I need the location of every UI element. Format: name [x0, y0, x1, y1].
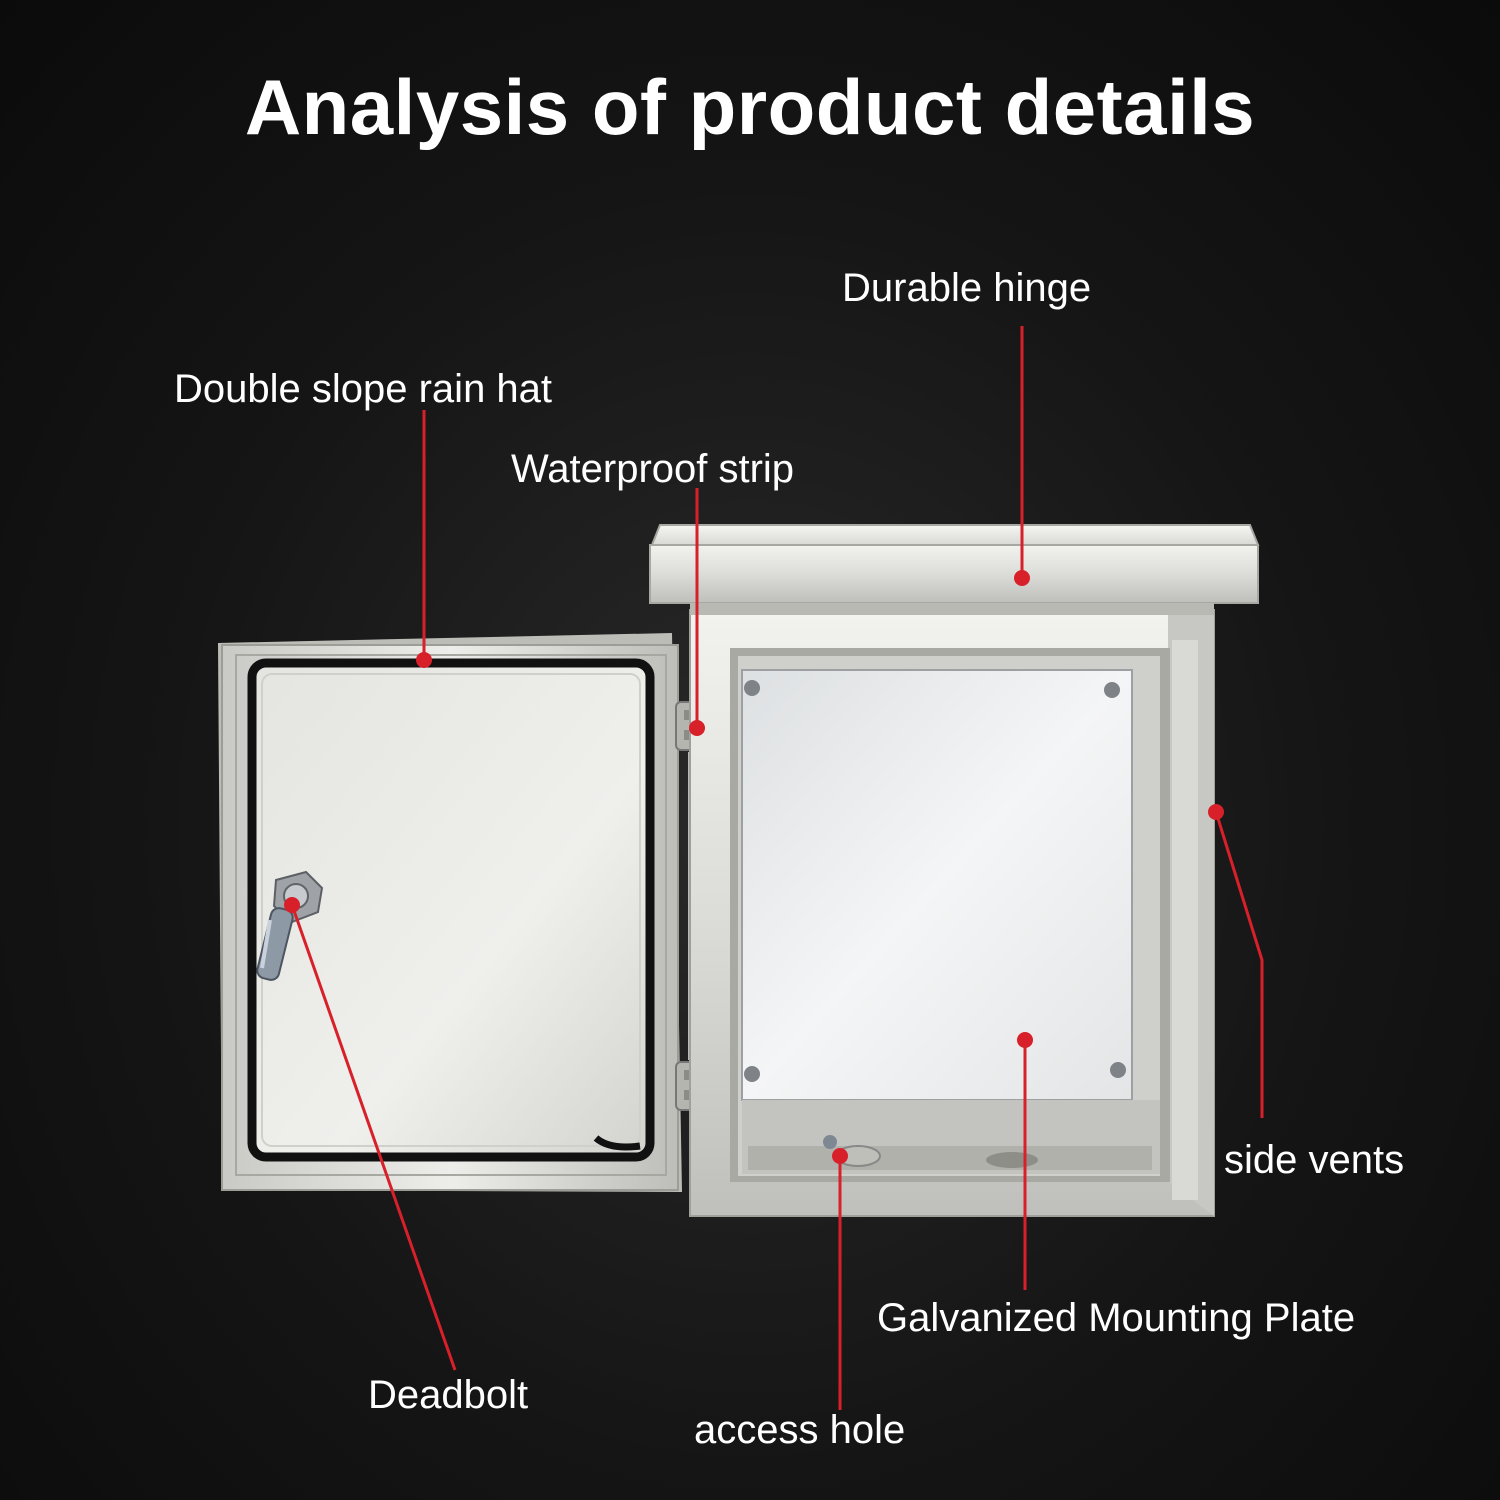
- label-side-vents: side vents: [1224, 1138, 1405, 1182]
- enclosure-body: [689, 609, 1215, 1217]
- callout-dot-hinge: [1014, 570, 1030, 586]
- label-rain-hat: Double slope rain hat: [174, 367, 553, 411]
- callout-dot-mounting-plate: [1017, 1032, 1033, 1048]
- page-title: Analysis of product details: [244, 63, 1256, 151]
- label-access-hole: access hole: [694, 1408, 906, 1452]
- label-waterproof-strip: Waterproof strip: [511, 447, 795, 491]
- callout-dot-side-vents: [1208, 804, 1224, 820]
- callout-line-side-vents: [1214, 811, 1264, 1118]
- label-mounting-plate: Galvanized Mounting Plate: [877, 1296, 1356, 1340]
- callout-dot-rain-hat: [416, 652, 432, 668]
- label-durable-hinge: Durable hinge: [842, 266, 1092, 310]
- mounting-plate: [741, 669, 1133, 1101]
- callout-dot-waterproof-strip: [689, 720, 705, 736]
- rain-hat: [649, 524, 1260, 615]
- callout-line-deadbolt: [290, 904, 457, 1371]
- label-deadbolt: Deadbolt: [368, 1373, 529, 1417]
- callouts: [290, 326, 1264, 1410]
- callout-dot-deadbolt: [284, 897, 300, 913]
- door-gasket: [247, 658, 655, 1162]
- callout-dot-access-hole: [832, 1148, 848, 1164]
